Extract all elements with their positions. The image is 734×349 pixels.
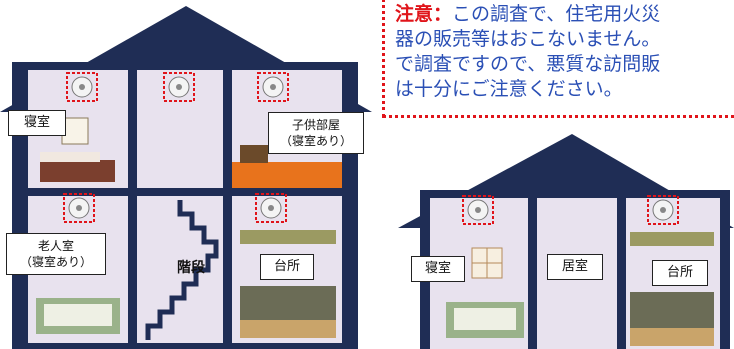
kids-room-floor [232, 162, 342, 188]
smoke-detector-icon [647, 195, 679, 225]
label-kitchen-left: 台所 [260, 254, 314, 280]
notice-line-1: この調査で、住宅用火災 [452, 3, 661, 25]
smoke-detector-icon [462, 195, 494, 225]
notice-line-2: 器の販売等はおこないません。 [395, 28, 661, 50]
label-kitchen-right: 台所 [652, 260, 708, 286]
label-kids-room: 子供部屋 （寝室あり） [268, 112, 364, 154]
label-living: 居室 [547, 254, 603, 280]
smoke-detector-icon [257, 72, 289, 102]
notice-line-3: で調査ですので、悪質な訪問販 [395, 53, 661, 75]
label-elderly-room: 老人室 （寝室あり） [6, 233, 106, 275]
label-stairs: 階段 [177, 260, 205, 276]
bed-icon [40, 117, 115, 182]
smoke-detector-icon [66, 72, 98, 102]
notice-heading: 注意： [395, 3, 453, 25]
kids-room-desk-icon [240, 145, 268, 163]
futon-icon [446, 302, 524, 338]
notice-line-4: は十分にご注意ください。 [395, 78, 623, 100]
right-house [398, 134, 734, 349]
window-icon [471, 247, 503, 279]
kitchen-counter-icon [630, 232, 714, 346]
futon-icon [36, 298, 120, 334]
notice-box: 注意：この調査で、住宅用火災 器の販売等はおこないません。 で調査ですので、悪質… [382, 0, 734, 118]
label-bedroom-left: 寝室 [8, 110, 66, 136]
smoke-detector-icon [63, 193, 95, 223]
smoke-detector-icon [255, 193, 287, 223]
smoke-detector-icon [163, 72, 195, 102]
label-bedroom-right: 寝室 [411, 256, 465, 282]
left-house [0, 6, 372, 349]
stairs-icon [145, 200, 219, 340]
kitchen-counter-icon [240, 230, 336, 338]
